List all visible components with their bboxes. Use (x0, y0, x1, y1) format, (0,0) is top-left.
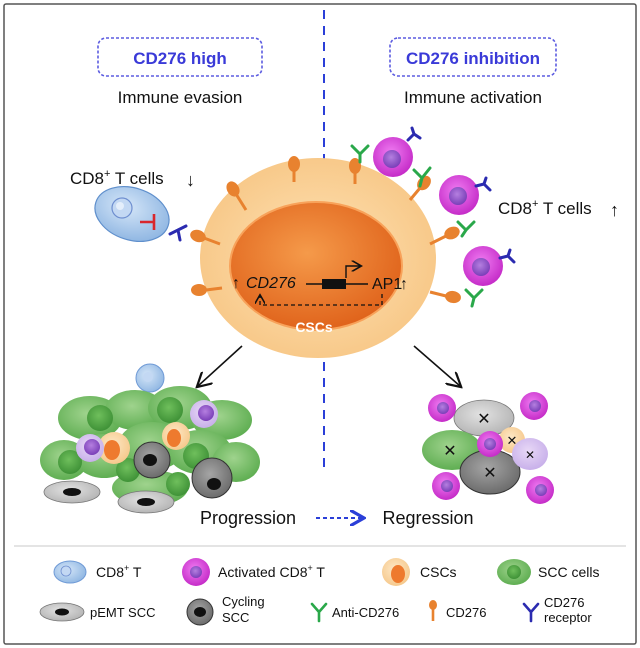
legend-item-pemt-scc: pEMT SCC (39, 602, 156, 622)
regression-tumor-cluster: ✕ ✕ ✕ ✕ ✕ (422, 392, 554, 504)
legend-item-cd276: CD276 (429, 600, 486, 621)
legend-label: CD276 (544, 595, 584, 610)
activated-t-cell (463, 246, 516, 286)
feedback-loop (260, 294, 383, 306)
anti-cd276-icon (310, 602, 328, 623)
legend-label: CD8+ T (96, 563, 142, 580)
legend-label: SCC cells (538, 564, 599, 580)
legend-item-cd276-receptor: CD276 receptor (522, 595, 592, 625)
left-trend-arrow: ↓ (186, 170, 195, 190)
legend-label: pEMT SCC (90, 605, 156, 620)
legend-label: Activated CD8+ T (218, 563, 325, 580)
right-trend-arrow: ↑ (610, 200, 619, 220)
legend-label: receptor (544, 610, 592, 625)
promoter-box (322, 279, 346, 289)
dead-cell-mark: ✕ (507, 433, 518, 448)
cd276-icon (429, 290, 461, 304)
legend-item-cscs: CSCs (382, 558, 457, 586)
cd276-icon (349, 158, 361, 184)
progression-arrow (198, 345, 243, 386)
cd276-receptor-icon (168, 224, 188, 242)
cd276-receptor-icon (474, 176, 492, 192)
cd276-gene-label: CD276 (246, 275, 296, 292)
activated-t-cell (373, 126, 422, 177)
legend-label: SCC (222, 610, 249, 625)
csc-label: CSCs (295, 319, 333, 335)
dead-cell-mark: ✕ (525, 448, 535, 462)
activated-t-cell (439, 175, 492, 215)
legend-item-cycling-scc: Cycling SCC (186, 594, 265, 626)
legend-label: Anti-CD276 (332, 605, 399, 620)
right-title-box (389, 37, 557, 77)
legend-item-activated-cd8-t: Activated CD8+ T (182, 558, 325, 586)
regression-arrow (413, 345, 460, 386)
inhibition-bar (140, 214, 156, 230)
cd276-icon (429, 226, 460, 246)
legend: CD8+ T Activated CD8+ T CSCs SCC cells p… (39, 558, 599, 626)
cd276-icon (429, 600, 437, 610)
ap1-label: AP1 (372, 276, 402, 293)
legend-label: Cycling (222, 594, 265, 609)
cd276-receptor-icon (498, 248, 516, 264)
cd276-icon (191, 284, 223, 296)
progression-tumor-cluster (40, 363, 260, 514)
legend-item-scc-cells: SCC cells (497, 559, 599, 585)
cd276-icon (190, 229, 221, 246)
cd276-ligand-group (190, 156, 461, 304)
left-cd8-t-cell (94, 186, 170, 242)
csc-cell (200, 158, 436, 358)
right-cd8-label: CD8+ T cells (498, 198, 592, 218)
anti-cd276-group (350, 144, 484, 308)
anti-cd276-icon (350, 144, 370, 164)
cd276-receptor-icon (406, 126, 422, 142)
dead-cell-mark: ✕ (483, 465, 496, 482)
cycling-scc (191, 457, 233, 499)
left-title-box (97, 37, 263, 77)
dead-cell-mark: ✕ (443, 443, 456, 460)
anti-cd276-icon (464, 288, 484, 308)
dead-cell-mark: ✕ (477, 411, 490, 428)
progression-label: Progression (200, 508, 296, 528)
legend-label: CD276 (446, 605, 486, 620)
gene-regulation: ↑ CD276 AP1 ↑ CSCs (232, 266, 408, 335)
legend-item-cd8-t: CD8+ T (53, 560, 142, 584)
right-subtitle: Immune activation (404, 88, 542, 107)
regression-label: Regression (382, 508, 473, 528)
cd276-icon (226, 181, 248, 211)
right-title: CD276 inhibition (406, 49, 540, 68)
ap1-up-arrow: ↑ (400, 276, 408, 293)
cd276-receptor-icon (522, 602, 540, 623)
cd276-up-arrow: ↑ (232, 275, 240, 292)
left-title: CD276 high (133, 49, 227, 68)
legend-item-anti-cd276: Anti-CD276 (310, 602, 399, 623)
legend-label: CSCs (420, 564, 457, 580)
cd276-icon (288, 156, 300, 182)
anti-cd276-icon (412, 166, 432, 188)
anti-cd276-icon (456, 220, 476, 238)
left-cd8-label: CD8+ T cells (70, 168, 164, 188)
left-subtitle: Immune evasion (118, 88, 243, 107)
